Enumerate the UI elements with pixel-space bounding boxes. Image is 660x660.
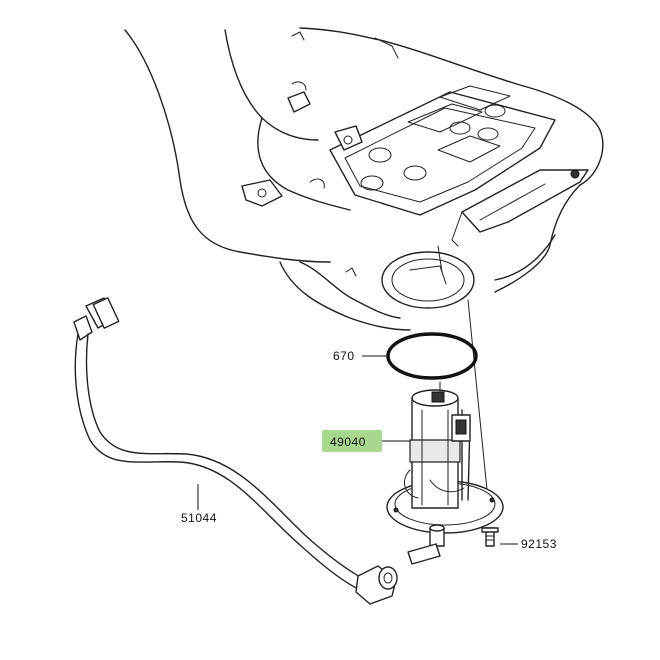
alignment-line	[467, 299, 491, 521]
fuel-pump-part	[386, 381, 504, 565]
o-ring-part	[386, 332, 478, 380]
part-number-label: 670	[333, 349, 355, 363]
callout-670: 670	[333, 349, 388, 363]
callout-51044: 51044	[181, 484, 217, 525]
part-number-label: 51044	[181, 511, 217, 525]
bolt-part	[481, 527, 499, 547]
fuel-tank	[124, 27, 604, 331]
callout-92153: 92153	[500, 537, 557, 551]
callout-49040[interactable]: 49040	[322, 430, 410, 452]
highlight-box	[322, 430, 382, 452]
fuel-hose-part	[73, 297, 398, 605]
part-number-label: 49040	[330, 435, 366, 449]
part-number-label: 92153	[521, 537, 557, 551]
